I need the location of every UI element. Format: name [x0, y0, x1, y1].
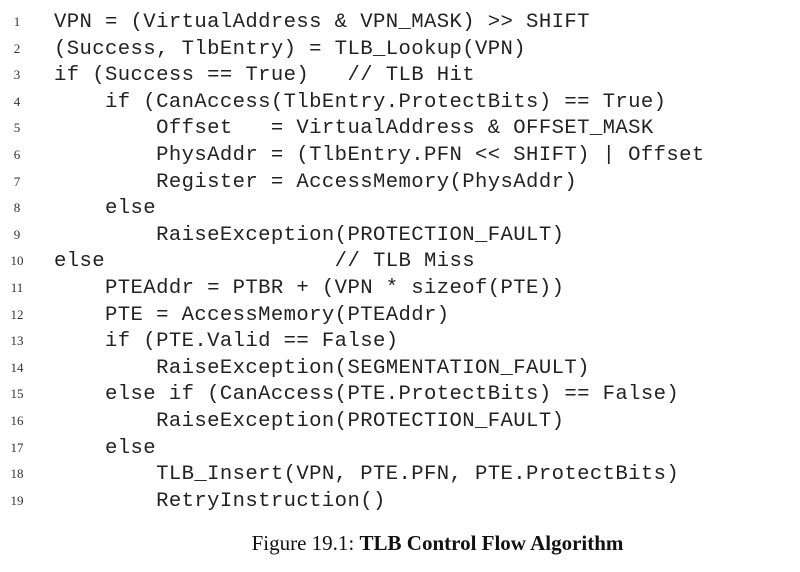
code-text: TLB_Insert(VPN, PTE.PFN, PTE.ProtectBits…	[54, 463, 680, 487]
code-line: 14 RaiseException(SEGMENTATION_FAULT)	[0, 356, 800, 383]
figure-label: Figure 19.1:	[251, 531, 360, 555]
code-text: else	[54, 197, 157, 221]
figure-title: TLB Control Flow Algorithm	[359, 531, 624, 555]
line-number: 6	[13, 146, 21, 162]
code-line: 9 RaiseException(PROTECTION_FAULT)	[0, 223, 800, 250]
line-number: 9	[13, 226, 21, 242]
line-number: 13	[10, 333, 24, 349]
code-line: 8 else	[0, 196, 800, 223]
line-number: 11	[10, 279, 24, 295]
code-text: PhysAddr = (TlbEntry.PFN << SHIFT) | Off…	[54, 143, 705, 167]
code-text: RaiseException(SEGMENTATION_FAULT)	[54, 356, 590, 380]
code-line: 4 if (CanAccess(TlbEntry.ProtectBits) ==…	[0, 90, 800, 117]
code-text: else if (CanAccess(PTE.ProtectBits) == F…	[54, 383, 680, 407]
code-line: 13 if (PTE.Valid == False)	[0, 329, 800, 356]
line-number: 14	[10, 359, 24, 375]
line-number: 17	[10, 439, 24, 455]
code-line: 12 PTE = AccessMemory(PTEAddr)	[0, 303, 800, 330]
code-listing: 1 VPN = (VirtualAddress & VPN_MASK) >> SH…	[0, 10, 800, 515]
code-text: else // TLB Miss	[54, 250, 476, 274]
figure-caption: Figure 19.1: TLB Control Flow Algorithm	[0, 531, 800, 556]
code-text: RaiseException(PROTECTION_FAULT)	[54, 223, 565, 247]
line-number: 16	[10, 412, 24, 428]
line-number: 19	[10, 492, 24, 508]
line-number: 15	[10, 386, 24, 402]
code-text: if (PTE.Valid == False)	[54, 330, 399, 354]
code-line: 3 if (Success == True) // TLB Hit	[0, 63, 800, 90]
code-line: 16 RaiseException(PROTECTION_FAULT)	[0, 409, 800, 436]
line-number: 10	[10, 253, 24, 269]
code-line: 18 TLB_Insert(VPN, PTE.PFN, PTE.ProtectB…	[0, 462, 800, 489]
code-text: if (Success == True) // TLB Hit	[54, 64, 476, 88]
code-text: RetryInstruction()	[54, 489, 386, 513]
code-line: 1 VPN = (VirtualAddress & VPN_MASK) >> SH…	[0, 10, 800, 37]
code-line: 5 Offset = VirtualAddress & OFFSET_MASK	[0, 116, 800, 143]
code-line: 2 (Success, TlbEntry) = TLB_Lookup(VPN)	[0, 37, 800, 64]
line-number: 2	[13, 40, 21, 56]
code-text: if (CanAccess(TlbEntry.ProtectBits) == T…	[54, 90, 667, 114]
code-line: 11 PTEAddr = PTBR + (VPN * sizeof(PTE))	[0, 276, 800, 303]
code-text: PTEAddr = PTBR + (VPN * sizeof(PTE))	[54, 276, 565, 300]
code-text: (Success, TlbEntry) = TLB_Lookup(VPN)	[54, 37, 527, 61]
line-number: 5	[13, 120, 21, 136]
code-line: 15 else if (CanAccess(PTE.ProtectBits) =…	[0, 382, 800, 409]
code-line: 6 PhysAddr = (TlbEntry.PFN << SHIFT) | O…	[0, 143, 800, 170]
line-number: 8	[13, 200, 21, 216]
line-number: 18	[10, 466, 24, 482]
line-number: 4	[13, 93, 21, 109]
line-number: 3	[13, 67, 21, 83]
code-line: 10 else // TLB Miss	[0, 249, 800, 276]
line-number: 1	[13, 14, 21, 29]
code-text: Offset = VirtualAddress & OFFSET_MASK	[54, 117, 654, 141]
code-text: else	[54, 436, 157, 460]
line-number: 12	[10, 306, 24, 322]
code-line: 7 Register = AccessMemory(PhysAddr)	[0, 170, 800, 197]
code-text: VPN = (VirtualAddress & VPN_MASK) >> SHI…	[54, 11, 590, 34]
code-text: Register = AccessMemory(PhysAddr)	[54, 170, 578, 194]
code-text: RaiseException(PROTECTION_FAULT)	[54, 409, 565, 433]
code-line: 17 else	[0, 436, 800, 463]
code-text: PTE = AccessMemory(PTEAddr)	[54, 303, 450, 327]
code-line: 19 RetryInstruction()	[0, 489, 800, 516]
line-number: 7	[13, 173, 21, 189]
